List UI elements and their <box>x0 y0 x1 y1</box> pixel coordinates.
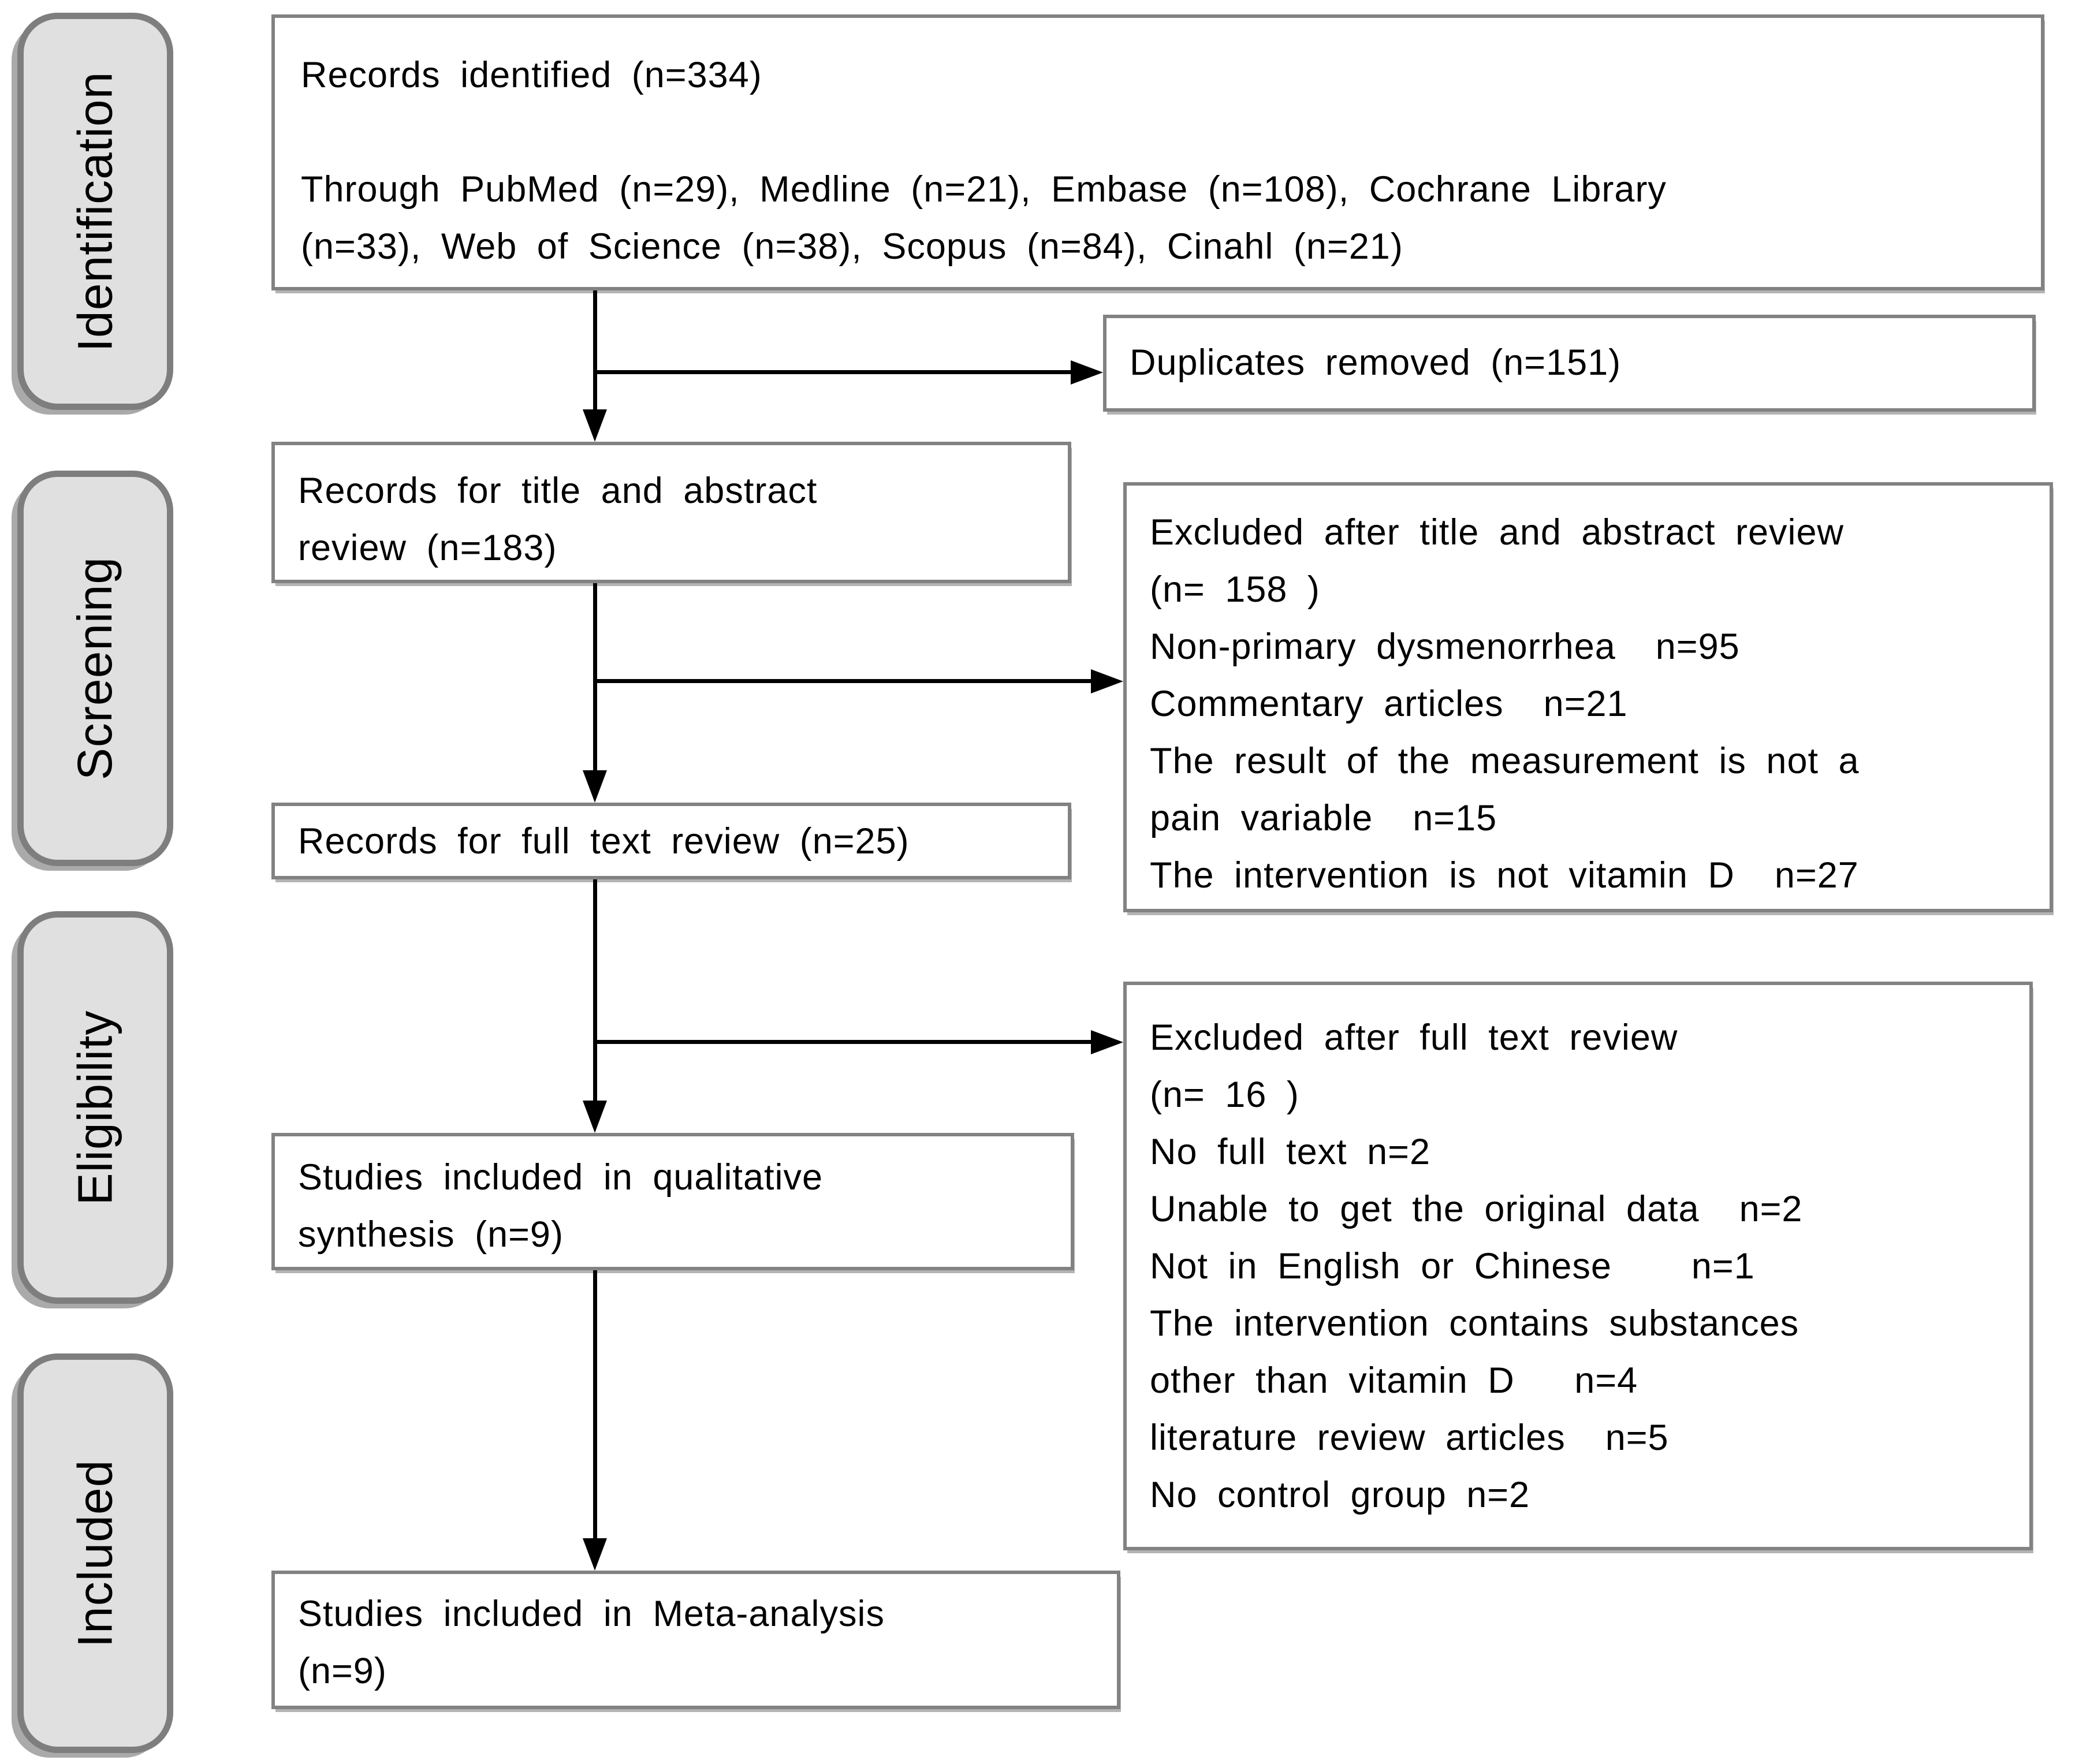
box-qualitative-synthesis: Studies included in qualitative synthesi… <box>271 1133 1074 1270</box>
arrowhead-right-duplicates-removed <box>1071 360 1103 385</box>
box-title-abstract-review-text: Records for title and abstract review (n… <box>298 471 818 568</box>
box-full-text-review: Records for full text review (n=25) <box>271 803 1071 879</box>
stage-screening: Screening <box>17 471 173 866</box>
arrowhead-right-excluded-title-abstract <box>1091 669 1123 693</box>
box-qualitative-synthesis-text: Studies included in qualitative synthesi… <box>298 1157 824 1255</box>
arrow-line-to-excluded-title-abstract <box>595 679 1091 683</box>
arrow-line-to-excluded-full-text <box>595 1040 1091 1044</box>
box-meta-analysis-text: Studies included in Meta-analysis (n=9) <box>298 1594 885 1691</box>
box-excluded-title-abstract: Excluded after title and abstract review… <box>1123 482 2053 912</box>
box-records-identified-text: Records identified (n=334) Through PubMe… <box>301 55 1667 267</box>
stage-included: Included <box>17 1353 173 1753</box>
box-meta-analysis: Studies included in Meta-analysis (n=9) <box>271 1571 1120 1709</box>
arrow-line-qualitative-to-meta <box>593 1270 597 1539</box>
arrowhead-down-full-text <box>583 770 607 803</box>
box-records-identified: Records identified (n=334) Through PubMe… <box>271 14 2044 290</box>
stage-screening-label: Screening <box>68 556 122 781</box>
stage-eligibility-label: Eligibility <box>68 1010 122 1205</box>
stage-eligibility: Eligibility <box>17 911 173 1304</box>
arrowhead-down-qualitative <box>583 1101 607 1133</box>
arrow-line-full-text-to-qualitative <box>593 879 597 1102</box>
stage-identification: Identification <box>17 13 173 410</box>
stage-included-label: Included <box>68 1459 122 1647</box>
arrowhead-down-meta <box>583 1538 607 1571</box>
arrow-line-to-duplicates-removed <box>595 370 1074 374</box>
arrowhead-down-title-abstract <box>583 409 607 442</box>
arrowhead-right-excluded-full-text <box>1091 1030 1123 1054</box>
arrow-line-identified-to-title-abstract <box>593 290 597 410</box>
box-excluded-full-text-text: Excluded after full text review (n= 16 )… <box>1150 1017 1803 1515</box>
stage-identification-label: Identification <box>68 71 122 352</box>
box-excluded-title-abstract-text: Excluded after title and abstract review… <box>1150 512 1860 896</box>
box-full-text-review-text: Records for full text review (n=25) <box>298 821 910 862</box>
box-excluded-full-text: Excluded after full text review (n= 16 )… <box>1123 982 2033 1550</box>
arrow-line-title-abstract-to-full-text <box>593 583 597 771</box>
box-duplicates-removed-text: Duplicates removed (n=151) <box>1130 342 1622 383</box>
box-title-abstract-review: Records for title and abstract review (n… <box>271 442 1071 583</box>
box-duplicates-removed: Duplicates removed (n=151) <box>1103 315 2036 412</box>
